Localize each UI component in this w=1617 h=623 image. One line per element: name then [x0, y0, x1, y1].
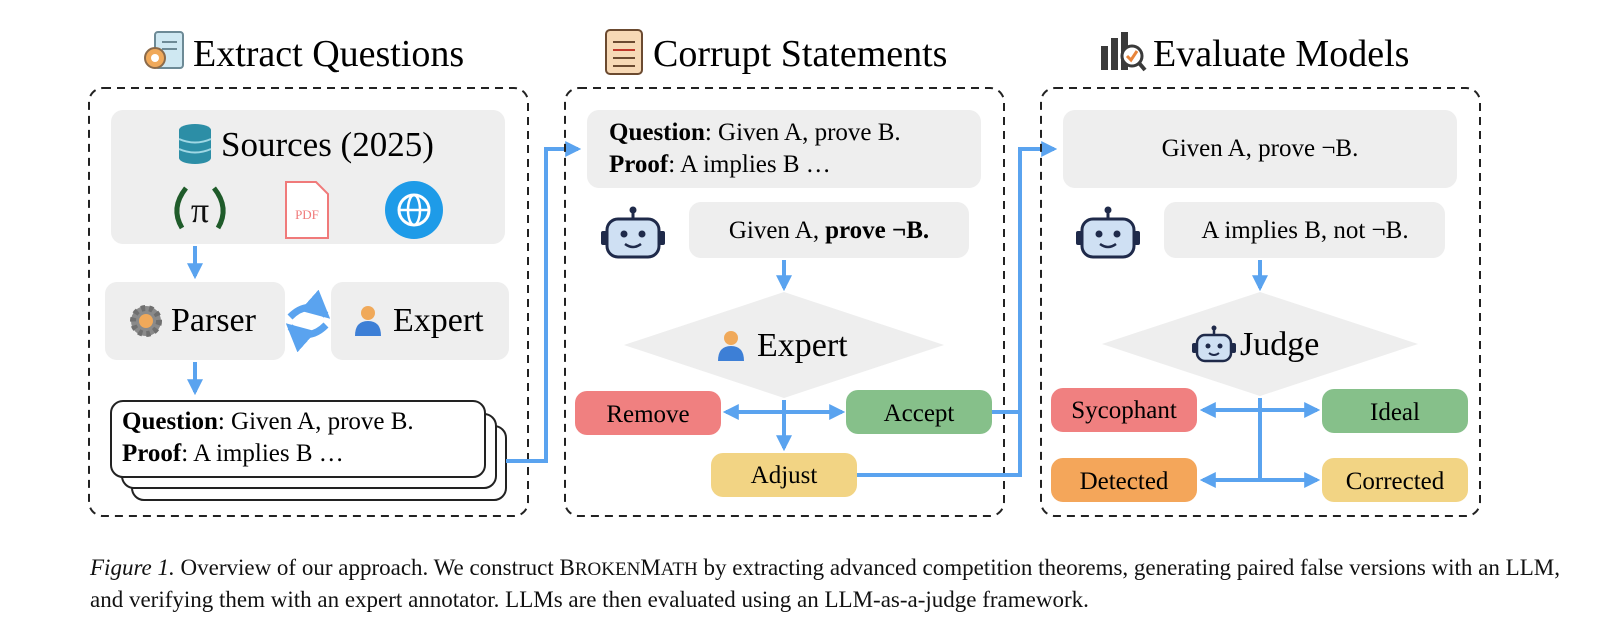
method-name: BROKENMATH	[559, 555, 698, 580]
expert-label-extract: Expert	[393, 302, 484, 339]
original-statement-panel	[587, 110, 981, 188]
person-icon	[355, 306, 381, 336]
arrow-extract-to-corrupt	[506, 141, 582, 463]
accept-outcome	[846, 390, 992, 434]
expert-decision-diamond	[624, 292, 944, 398]
pipeline-diagram: Extract Questions Sources (2025) π PDF	[88, 29, 1481, 517]
globe-icon	[385, 181, 443, 239]
stage-box-corrupt	[564, 87, 1005, 517]
judge-label: Judge	[1240, 326, 1319, 363]
stage-title-evaluate: Evaluate Models	[1153, 33, 1409, 75]
sources-title: Sources (2025)	[221, 125, 434, 164]
stage-extract: Extract Questions Sources (2025) π PDF	[88, 31, 529, 517]
arrow-accept-to-evaluate	[992, 141, 1058, 414]
arrow-adjust-to-evaluate	[857, 412, 1022, 477]
robot-icon	[1076, 206, 1140, 259]
figure-caption: Figure 1. Overview of our approach. We c…	[90, 553, 1590, 615]
notepad-icon	[605, 29, 643, 75]
robot-icon	[1192, 325, 1236, 363]
gear-icon	[130, 305, 162, 337]
llm-false-statement-panel	[689, 202, 969, 258]
stage-corrupt: Corrupt Statements Question: Given A, pr…	[564, 29, 1005, 517]
adjust-outcome	[711, 453, 857, 497]
expert-box-extract	[331, 282, 509, 360]
false-statement-text: Given A, prove ¬B.	[1162, 135, 1359, 162]
ideal-outcome	[1322, 389, 1468, 433]
adjust-label: Adjust	[751, 462, 818, 489]
false-statement-panel	[1063, 110, 1457, 188]
olympiad-laurel-icon: π	[174, 186, 226, 230]
remove-label: Remove	[606, 401, 689, 428]
corrected-outcome	[1322, 458, 1468, 502]
pdf-icon: PDF	[285, 181, 329, 239]
caption-text-before: Overview of our approach. We construct	[180, 555, 554, 580]
accept-label: Accept	[884, 400, 955, 427]
person-icon	[718, 331, 744, 361]
figure-label: Figure 1.	[90, 555, 175, 580]
question-card	[110, 400, 486, 478]
detected-outcome	[1051, 458, 1197, 502]
model-answer-panel	[1164, 202, 1445, 258]
caption-text-after: by extracting advanced competition theor…	[90, 555, 1560, 612]
document-gear-icon	[144, 31, 184, 69]
corrected-label: Corrected	[1346, 468, 1445, 495]
detected-label: Detected	[1080, 468, 1169, 495]
stage-title-extract: Extract Questions	[193, 33, 464, 75]
stage-box-evaluate	[1040, 87, 1481, 517]
sycophant-label: Sycophant	[1071, 397, 1177, 424]
sycophant-outcome	[1051, 388, 1197, 432]
ideal-label: Ideal	[1370, 399, 1420, 426]
judge-decision-diamond	[1102, 292, 1418, 396]
chart-magnifier-icon	[1101, 32, 1147, 72]
database-icon	[178, 124, 212, 164]
svg-text:PDF: PDF	[295, 207, 319, 222]
stage-box-extract	[88, 87, 529, 517]
original-proof-line: Proof: A implies B …	[609, 151, 831, 178]
stage-title-corrupt: Corrupt Statements	[653, 33, 947, 75]
expert-label-corrupt: Expert	[757, 327, 848, 364]
stage-evaluate: Evaluate Models Given A, prove ¬B. A imp…	[1040, 32, 1481, 517]
remove-outcome	[575, 391, 721, 435]
original-question-line: Question: Given A, prove B.	[609, 119, 901, 146]
model-answer-text: A implies B, not ¬B.	[1201, 217, 1408, 244]
parser-box	[105, 282, 285, 360]
refresh-cycle-icon	[285, 289, 331, 353]
llm-false-statement: Given A,prove ¬B.	[729, 217, 929, 244]
card-proof-line: Proof: A implies B …	[122, 440, 344, 467]
parser-label: Parser	[171, 302, 257, 339]
svg-text:π: π	[191, 190, 209, 230]
card-question-line: Question: Given A, prove B.	[122, 408, 414, 435]
robot-icon	[601, 206, 665, 259]
